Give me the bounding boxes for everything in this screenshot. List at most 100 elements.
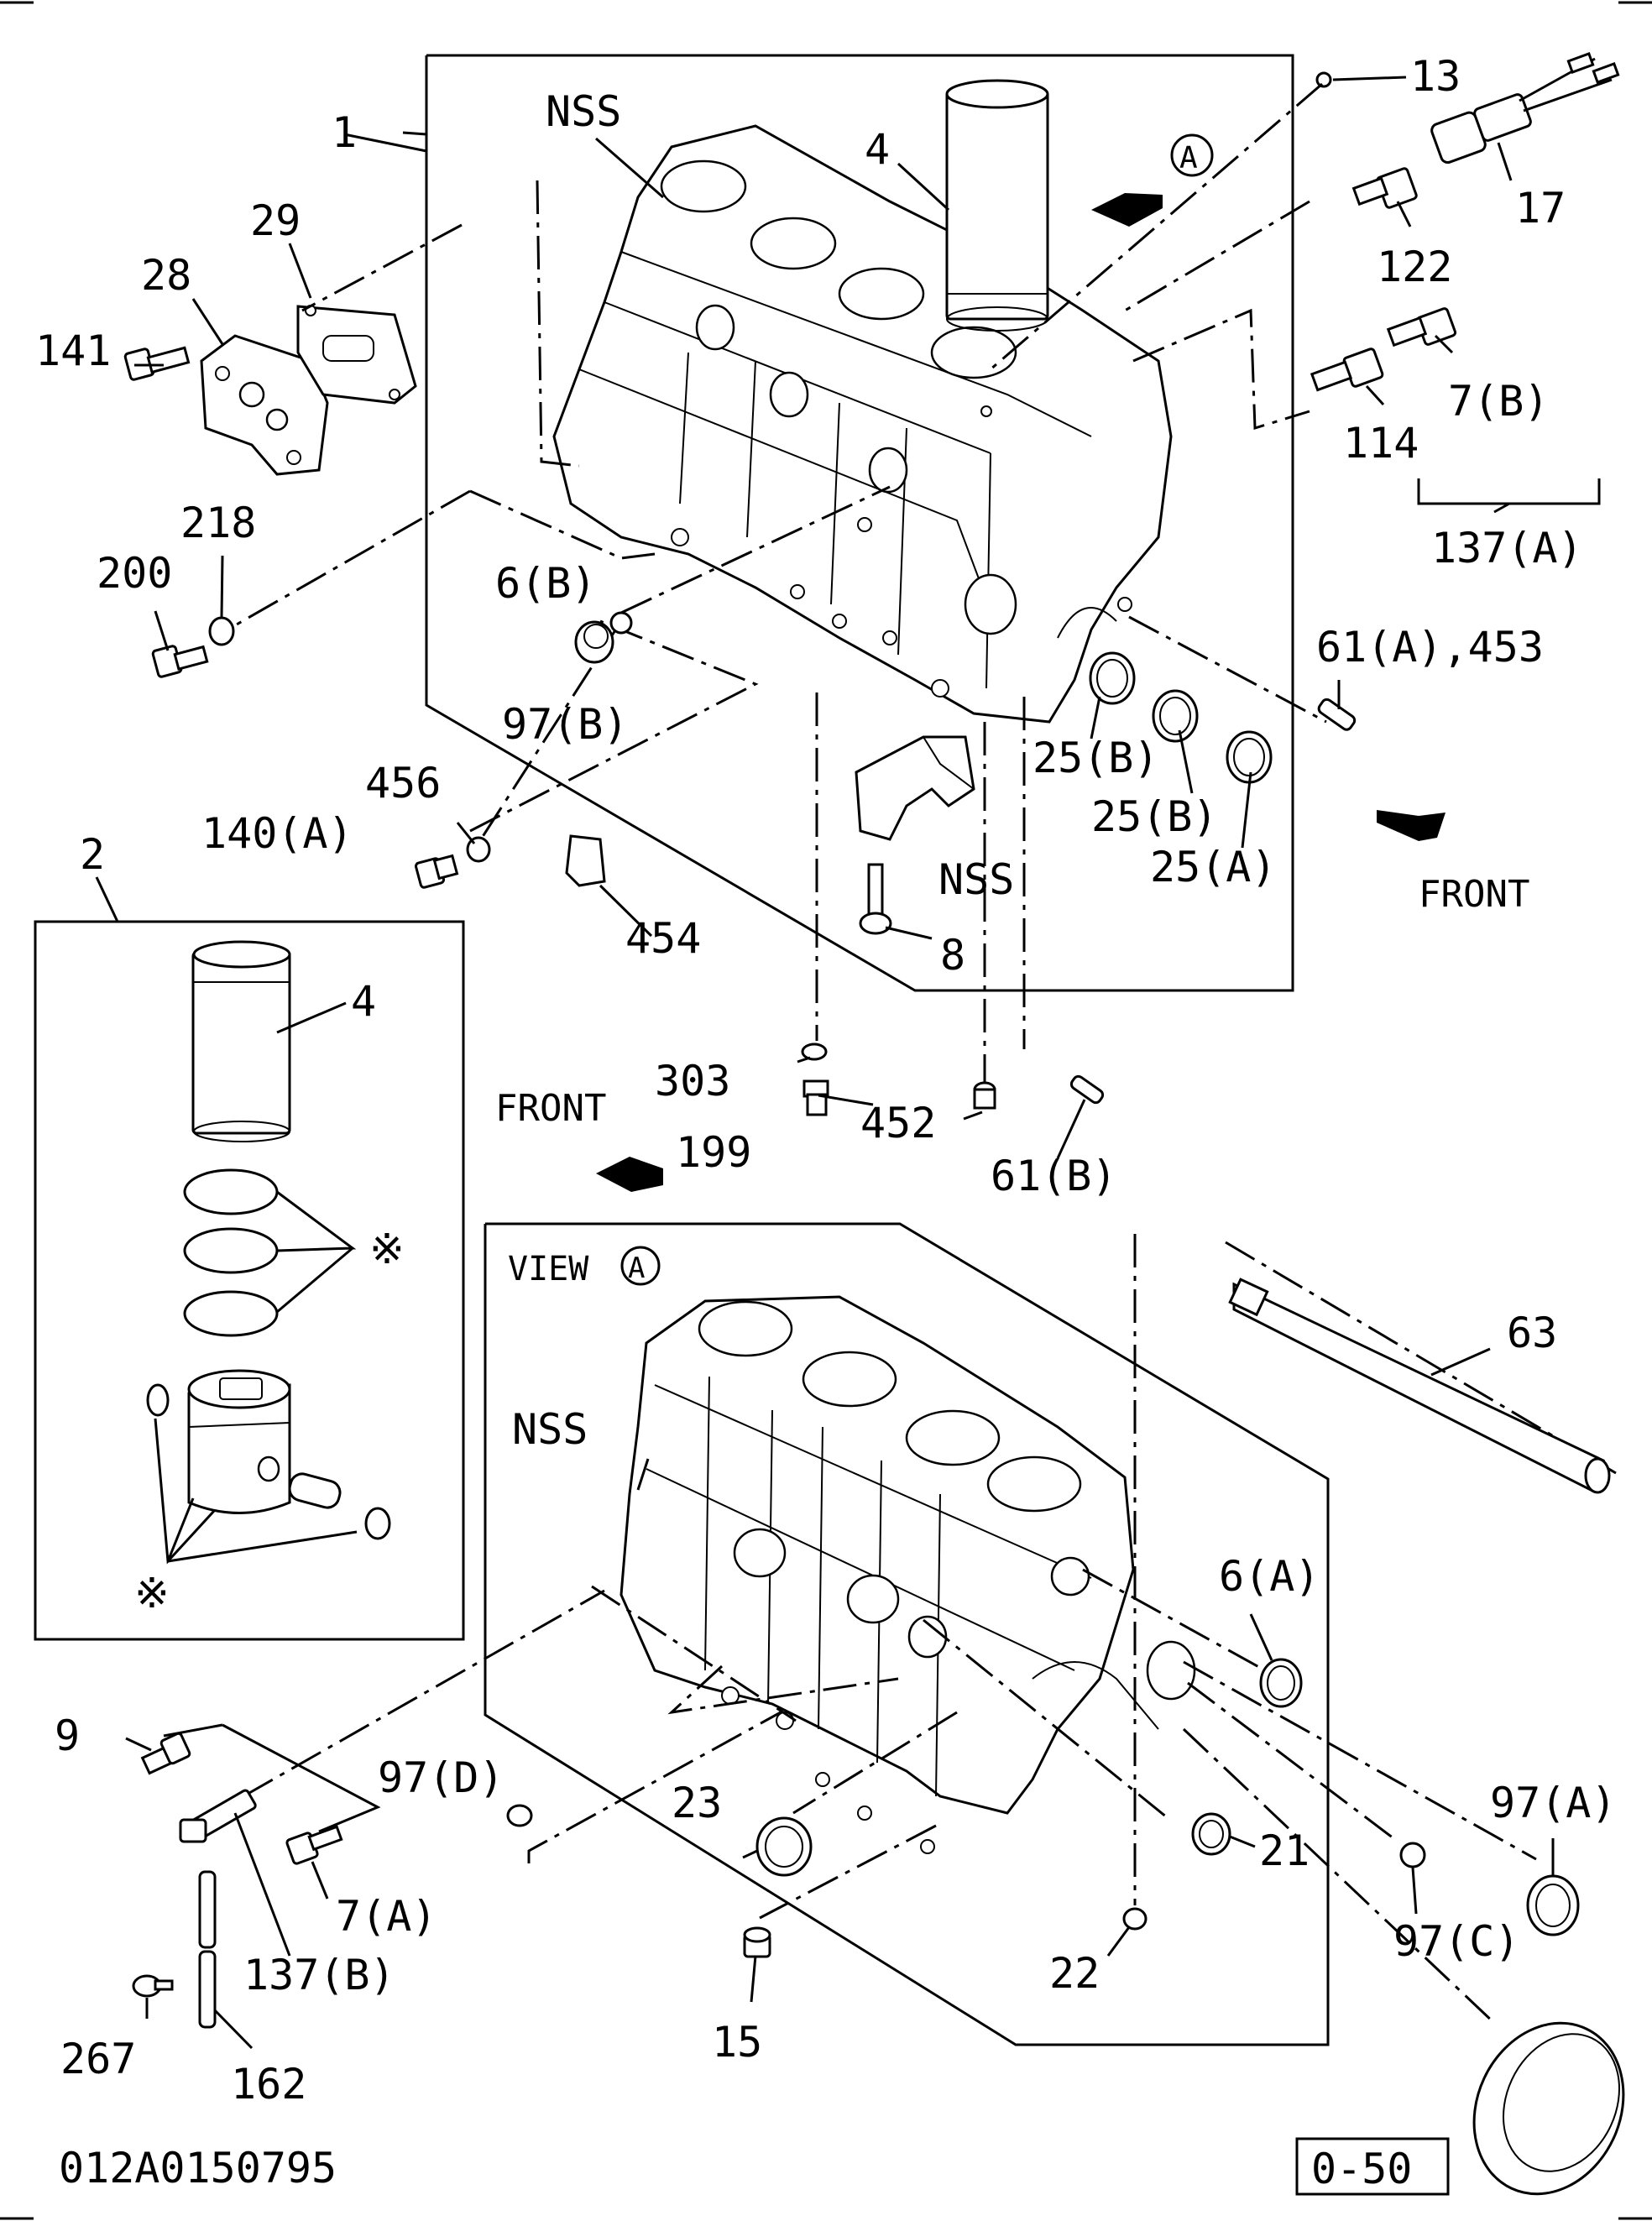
plug-25b-2[interactable] <box>1152 689 1199 743</box>
fitting-7b[interactable] <box>1386 307 1457 348</box>
label-137b: 137(B) <box>243 1951 395 1999</box>
label-13: 13 <box>1410 52 1461 101</box>
label-303: 303 <box>655 1057 730 1105</box>
label-200: 200 <box>97 549 172 598</box>
hose-162[interactable] <box>198 1870 217 2029</box>
cylinder-block-view-a[interactable] <box>620 1295 1196 1854</box>
label-122: 122 <box>1377 243 1452 291</box>
cylinder-liner-top[interactable] <box>945 79 1049 332</box>
plug-6b[interactable] <box>609 611 633 635</box>
bolt-8[interactable] <box>859 863 892 935</box>
label-nss-mid: NSS <box>938 855 1014 904</box>
label-162: 162 <box>231 2060 306 2109</box>
part-labels: NSS 4 A 13 17 122 7(B) 114 137(A) 1 29 2… <box>35 52 1617 2196</box>
sensor-17[interactable] <box>1430 52 1620 165</box>
label-7a: 7(A) <box>336 1892 437 1941</box>
dowel-61b[interactable] <box>1069 1074 1105 1105</box>
label-29: 29 <box>250 196 301 245</box>
label-4-top: 4 <box>865 125 890 174</box>
fitting-114[interactable] <box>1310 348 1384 392</box>
washer-303[interactable] <box>801 1043 828 1061</box>
label-7b: 7(B) <box>1448 377 1549 426</box>
bracket-137a <box>1417 478 1601 514</box>
plug-15[interactable] <box>743 1926 771 1958</box>
clip-267[interactable] <box>132 1974 174 1998</box>
label-front-right: FRONT <box>1419 873 1529 916</box>
plug-25b-1[interactable] <box>1089 651 1136 705</box>
rod-63[interactable] <box>1228 1278 1611 1494</box>
label-97d: 97(D) <box>378 1753 504 1802</box>
drawing-number: 012A0150795 <box>59 2144 337 2192</box>
label-25a: 25(A) <box>1150 843 1277 891</box>
label-140a: 140(A) <box>201 809 353 858</box>
plug-13[interactable] <box>1315 71 1332 88</box>
group-137b-lines <box>163 1585 797 1833</box>
plug-199[interactable] <box>802 1079 829 1116</box>
snap-rings[interactable] <box>146 1383 391 1540</box>
leader-dashes-top <box>990 82 1327 724</box>
gasket-29[interactable] <box>296 305 417 405</box>
label-97a: 97(A) <box>1490 1779 1617 1827</box>
label-view-a-marker: A <box>628 1252 645 1285</box>
leader-lines <box>125 76 1555 2050</box>
label-star-1: ※ <box>369 1225 405 1273</box>
label-1: 1 <box>332 108 357 157</box>
dowel-61a[interactable] <box>1317 698 1357 732</box>
plug-140a[interactable] <box>414 854 459 889</box>
piston-pin[interactable] <box>287 1471 342 1510</box>
label-97b: 97(B) <box>502 700 629 749</box>
plug-6a[interactable] <box>1259 1658 1303 1708</box>
view-a-arrow <box>1091 133 1214 227</box>
plug-23[interactable] <box>755 1816 813 1877</box>
label-137a: 137(A) <box>1431 524 1583 572</box>
label-9: 9 <box>55 1711 80 1760</box>
plug-97d[interactable] <box>506 1804 533 1827</box>
fitting-137b[interactable] <box>179 1789 257 1843</box>
label-61b: 61(B) <box>991 1152 1117 1200</box>
label-454: 454 <box>625 914 701 963</box>
leader-25 <box>1090 696 1252 849</box>
plug-97c[interactable] <box>1399 1842 1426 1868</box>
label-22: 22 <box>1049 1949 1100 1998</box>
plug-25a[interactable] <box>1226 730 1273 784</box>
piston[interactable] <box>187 1369 291 1514</box>
page-ref-box <box>1295 2137 1450 2196</box>
label-267: 267 <box>60 2035 136 2083</box>
label-25b-2: 25(B) <box>1091 792 1218 841</box>
fitting-9[interactable] <box>140 1732 191 1775</box>
label-4-kit: 4 <box>351 977 376 1026</box>
seal-97b[interactable] <box>574 620 614 664</box>
label-23: 23 <box>672 1779 722 1827</box>
label-front-left: FRONT <box>495 1087 606 1130</box>
gasket-454[interactable] <box>565 834 606 887</box>
kit-leaders <box>154 1001 358 1565</box>
cylinder-block-top[interactable] <box>552 124 1173 724</box>
piston-rings[interactable] <box>183 1168 279 1337</box>
kit-2-frame <box>34 876 465 1641</box>
label-452: 452 <box>860 1099 936 1147</box>
label-6b: 6(B) <box>495 559 596 608</box>
plug-452[interactable] <box>973 1081 996 1110</box>
washer-218[interactable] <box>208 616 235 646</box>
fitting-122[interactable] <box>1351 167 1418 209</box>
label-view-a-text: VIEW <box>508 1250 589 1288</box>
top-assembly-frame <box>402 54 1294 992</box>
plug-21[interactable] <box>1191 1812 1231 1856</box>
bolt-200[interactable] <box>151 645 209 678</box>
label-97c: 97(C) <box>1393 1917 1520 1966</box>
leader-vertical-dashes <box>815 692 1026 1083</box>
bolt-7a[interactable] <box>285 1825 343 1865</box>
label-114: 114 <box>1343 419 1419 468</box>
label-nss-view: NSS <box>512 1405 588 1454</box>
seal-97a[interactable] <box>1526 1874 1580 1936</box>
view-a-frame <box>484 1222 1330 2046</box>
cover-28[interactable] <box>200 334 329 476</box>
bearing-cap[interactable] <box>855 735 975 841</box>
liner-kit[interactable] <box>191 940 291 1142</box>
front-arrow-left <box>596 1157 663 1192</box>
plug-22[interactable] <box>1122 1907 1148 1931</box>
page-ref: 0-50 <box>1311 2145 1412 2193</box>
oil-seal[interactable] <box>1447 1999 1651 2218</box>
